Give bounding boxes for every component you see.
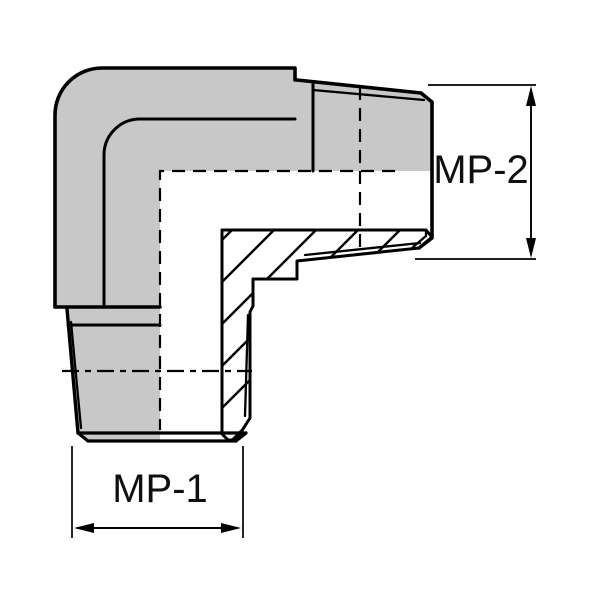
mp1-arrow-left (74, 523, 94, 533)
bore-centerline-dashed (158, 169, 395, 430)
mp1-extension-lines (71, 446, 244, 538)
outer-profile (53, 66, 434, 309)
inner-silhouette (102, 117, 297, 309)
thread-root-lines (69, 88, 428, 430)
mp1-label: MP-1 (112, 467, 208, 511)
dimension-mp1: MP-1 (71, 446, 244, 538)
mp2-arrow-up (526, 86, 536, 106)
elbow-body (55, 68, 432, 441)
dimension-mp2: MP-2 (415, 84, 536, 260)
bottom-port-tip-faces (76, 431, 248, 443)
mp2-extension-lines (415, 84, 536, 260)
mp2-label: MP-2 (433, 148, 529, 192)
thread-start-lines (66, 80, 315, 327)
mp1-arrow-right (221, 523, 241, 533)
bore-section (160, 171, 429, 435)
mp2-arrow-down (526, 238, 536, 258)
